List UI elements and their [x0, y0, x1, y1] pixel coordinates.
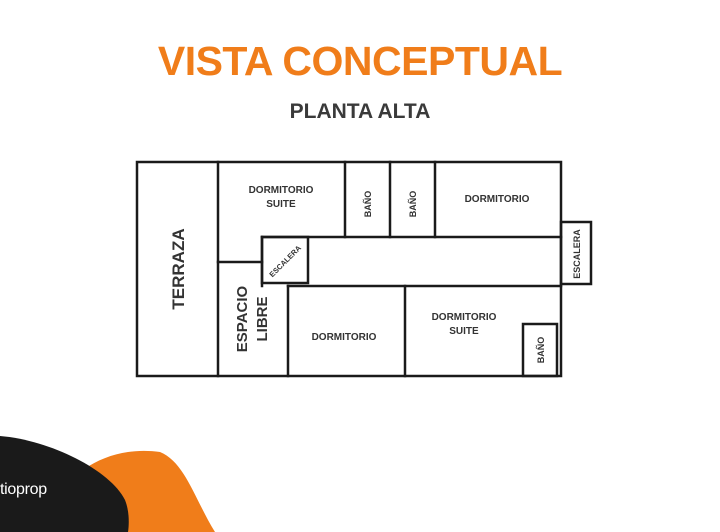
room-label-dormitorio-bottom: DORMITORIO	[312, 332, 377, 343]
room-label-suite-top-1: DORMITORIO	[249, 185, 314, 196]
room-label-terraza: TERRAZA	[169, 228, 188, 309]
room-label-espacio-1: ESPACIO	[234, 285, 251, 352]
wall-escalera-right	[559, 220, 593, 286]
page-title: VISTA CONCEPTUAL	[157, 38, 563, 84]
wall-escalera-inner	[260, 235, 310, 285]
brand-logo-text: tioprop	[0, 481, 47, 498]
room-label-suite-bottom-1: DORMITORIO	[432, 312, 497, 323]
walls	[135, 160, 593, 378]
room-label-suite-bottom-2: SUITE	[449, 326, 479, 337]
room-label-espacio-2: LIBRE	[254, 297, 271, 342]
room-label-escalera-right: ESCALERA	[572, 229, 582, 279]
page-subtitle: PLANTA ALTA	[289, 100, 431, 123]
room-label-suite-top-2: SUITE	[266, 199, 296, 210]
room-label-bano-1: BAÑO	[363, 191, 373, 218]
footer-dark-shape	[0, 436, 129, 532]
room-label-dormitorio-top-right: DORMITORIO	[465, 194, 530, 205]
room-label-bano-3: BAÑO	[536, 337, 546, 364]
wall-bano-bottom	[521, 322, 559, 378]
room-label-escalera-inner: ESCALERA	[267, 243, 303, 279]
room-label-bano-2: BAÑO	[408, 191, 418, 218]
